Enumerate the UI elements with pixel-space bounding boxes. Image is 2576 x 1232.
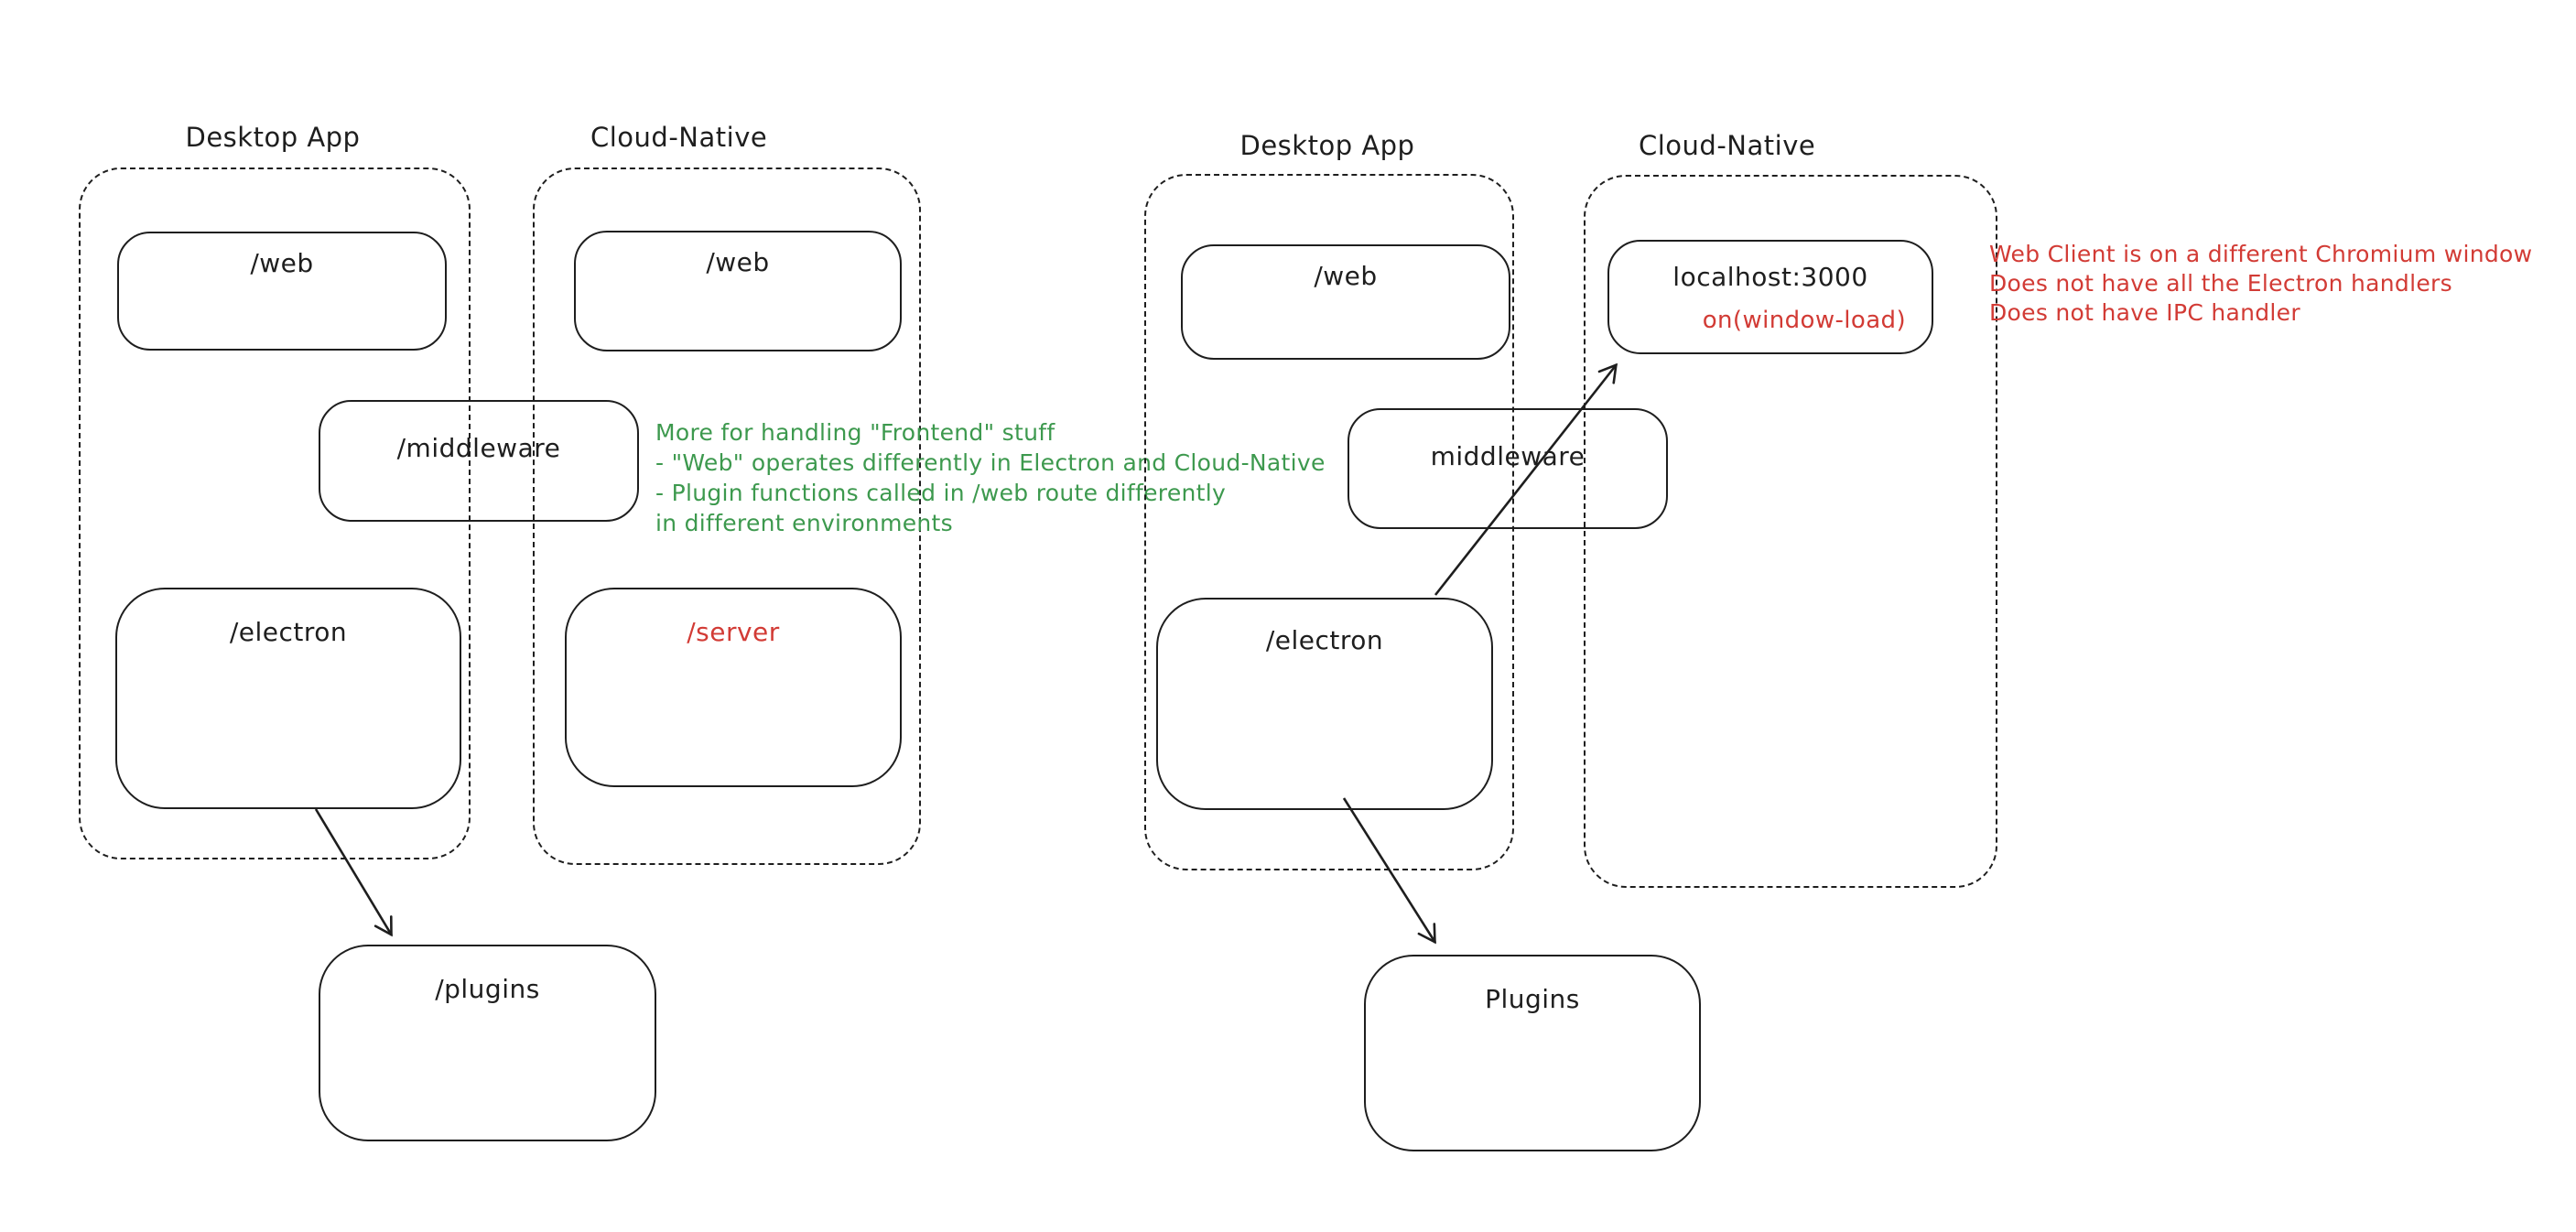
right-electron-label: /electron bbox=[1265, 625, 1384, 655]
right-cloud-native-title: Cloud-Native bbox=[1639, 130, 1816, 161]
left-electron-box: /electron bbox=[115, 588, 461, 809]
right-red-note: Web Client is on a different Chromium wi… bbox=[1989, 240, 2532, 328]
right-localhost-box: localhost:3000 on(window-load) bbox=[1607, 240, 1933, 354]
right-middleware-label: middleware bbox=[1430, 441, 1586, 471]
left-desktop-app-container bbox=[79, 168, 471, 859]
right-window-load-label: on(window-load) bbox=[1702, 307, 1906, 334]
right-web-label: /web bbox=[1314, 261, 1378, 291]
right-web-box: /web bbox=[1181, 244, 1510, 360]
left-green-note: More for handling "Frontend" stuff - "We… bbox=[655, 417, 1326, 538]
right-electron-box: /electron bbox=[1156, 598, 1493, 810]
left-cloud-native-container bbox=[533, 168, 921, 865]
left-plugins-box: /plugins bbox=[319, 945, 656, 1141]
green-note-line: - Plugin functions called in /web route … bbox=[655, 480, 1227, 506]
green-note-line: - "Web" operates differently in Electron… bbox=[655, 449, 1326, 476]
red-note-line: Web Client is on a different Chromium wi… bbox=[1989, 241, 2533, 267]
left-middleware-label: /middleware bbox=[396, 433, 561, 463]
left-web-cloud-box: /web bbox=[574, 231, 902, 351]
right-middleware-box: middleware bbox=[1348, 408, 1668, 529]
left-plugins-label: /plugins bbox=[435, 974, 540, 1004]
right-plugins-box: Plugins bbox=[1364, 955, 1701, 1151]
red-note-line: Does not have all the Electron handlers bbox=[1989, 270, 2452, 297]
right-plugins-label: Plugins bbox=[1485, 984, 1580, 1014]
left-electron-label: /electron bbox=[229, 617, 348, 647]
left-cloud-native-title: Cloud-Native bbox=[590, 122, 768, 153]
right-desktop-app-title: Desktop App bbox=[1239, 130, 1415, 161]
green-note-line: More for handling "Frontend" stuff bbox=[655, 419, 1055, 446]
left-server-label: /server bbox=[687, 617, 780, 647]
left-middleware-box: /middleware bbox=[319, 400, 639, 522]
right-localhost-label: localhost:3000 bbox=[1672, 262, 1868, 292]
left-server-box: /server bbox=[565, 588, 902, 787]
left-web-desktop-box: /web bbox=[117, 232, 447, 351]
green-note-line: in different environments bbox=[655, 510, 953, 536]
left-web-desktop-label: /web bbox=[250, 248, 314, 278]
red-note-line: Does not have IPC handler bbox=[1989, 299, 2300, 326]
left-web-cloud-label: /web bbox=[706, 247, 770, 277]
left-desktop-app-title: Desktop App bbox=[185, 122, 361, 153]
